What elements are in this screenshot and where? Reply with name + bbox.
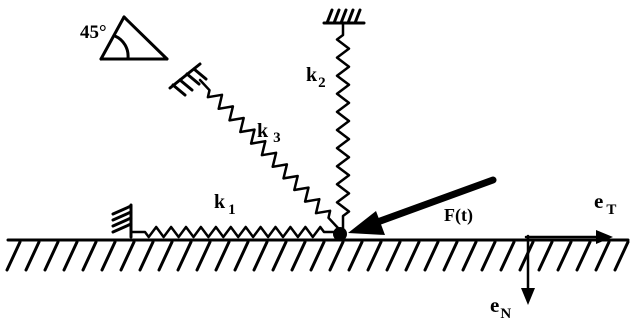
ground-hatch-stroke — [309, 240, 326, 272]
ground-hatch-stroke — [5, 240, 22, 272]
spring-k1 — [129, 225, 340, 239]
spring-k2 — [335, 21, 351, 230]
ground-hatch-stroke — [271, 240, 288, 272]
ground-hatch-stroke — [518, 240, 535, 272]
tangent-vector-eT — [524, 230, 613, 244]
ground-hatch-stroke — [385, 240, 402, 272]
normal-vector-label: eN — [490, 293, 511, 322]
ground-hatch-stroke — [157, 240, 174, 272]
force-arrow — [348, 176, 497, 235]
ground-hatch-stroke — [499, 240, 516, 272]
diagonal-anchor-k3 — [168, 62, 208, 97]
ground-hatch-stroke — [176, 240, 193, 272]
ground-hatch-stroke — [100, 240, 117, 272]
ground-hatch-stroke — [214, 240, 231, 272]
ground-hatch-stroke — [537, 240, 554, 272]
ground-hatch-stroke — [461, 240, 478, 272]
ceiling-anchor-k2 — [322, 8, 366, 25]
ground-hatch-stroke — [24, 240, 41, 272]
ground-hatch-stroke — [423, 240, 440, 272]
ground-hatch-stroke — [43, 240, 60, 272]
ground-hatch-stroke — [62, 240, 79, 272]
contact-point-mass — [333, 227, 347, 241]
spring-label-k2: k2 — [306, 64, 326, 91]
ground-hatch-stroke — [575, 240, 592, 272]
ground-hatching — [5, 240, 630, 272]
angle-label: 45° — [80, 22, 107, 43]
ground-hatch-stroke — [480, 240, 497, 272]
normal-vector-eN — [521, 234, 535, 305]
ground-hatch-stroke — [594, 240, 611, 272]
ground-hatch-stroke — [404, 240, 421, 272]
ground-hatch-stroke — [138, 240, 155, 272]
spring-k3 — [198, 78, 340, 230]
ground-hatch-stroke — [442, 240, 459, 272]
ground-hatch-stroke — [119, 240, 136, 272]
ground-hatch-stroke — [556, 240, 573, 272]
ground-hatch-stroke — [347, 240, 364, 272]
ground-hatch-stroke — [252, 240, 269, 272]
ground-hatch-stroke — [195, 240, 212, 272]
ground-hatch-stroke — [233, 240, 250, 272]
ground-hatch-stroke — [290, 240, 307, 272]
wall-anchor-k1 — [111, 203, 133, 239]
angle-indicator-icon — [99, 15, 169, 61]
ground-hatch-stroke — [613, 240, 630, 272]
ground-hatch-stroke — [366, 240, 383, 272]
force-label: F(t) — [444, 205, 473, 226]
ground-hatch-stroke — [81, 240, 98, 272]
ground-hatch-stroke — [328, 240, 345, 272]
